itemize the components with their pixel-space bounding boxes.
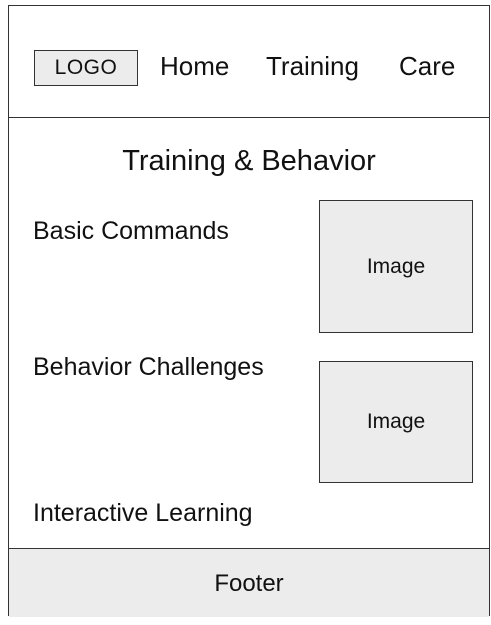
section-label-behavior-challenges: Behavior Challenges <box>33 353 264 381</box>
nav-link-care[interactable]: Care <box>399 51 456 81</box>
image-placeholder-label: Image <box>366 254 426 278</box>
image-placeholder-label: Image <box>366 410 426 433</box>
page-frame: LOGO Home Training Care Training & Behav… <box>8 5 490 617</box>
image-placeholder-behavior-challenges: Image <box>319 361 473 483</box>
nav-link-home[interactable]: Home <box>160 51 230 81</box>
section-label-interactive-learning: Interactive Learning <box>33 499 253 527</box>
footer-text: Footer <box>214 570 284 597</box>
site-header: LOGO Home Training Care <box>9 6 489 118</box>
page-title: Training & Behavior <box>122 145 376 177</box>
site-footer: Footer <box>9 548 489 617</box>
logo[interactable]: LOGO <box>34 50 138 86</box>
section-label-basic-commands: Basic Commands <box>33 217 229 245</box>
image-placeholder-basic-commands: Image <box>319 200 473 333</box>
nav-link-training[interactable]: Training <box>266 51 359 81</box>
